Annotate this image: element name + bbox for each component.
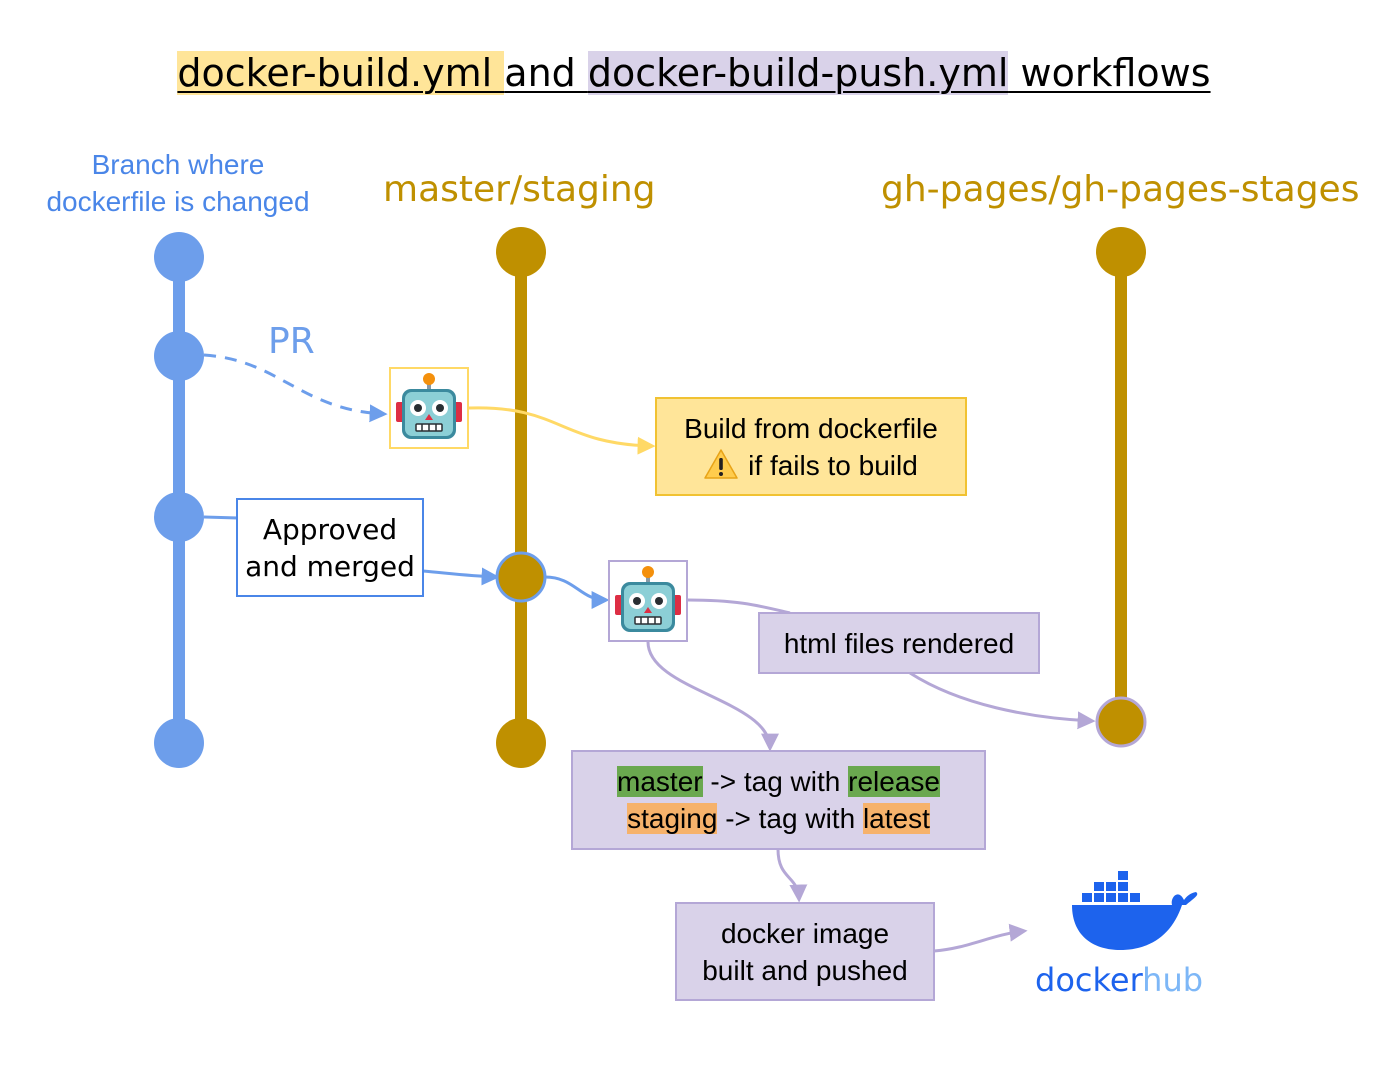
tag-arrow-text: -> tag with bbox=[717, 803, 863, 834]
approved-connector-in bbox=[203, 515, 239, 520]
feature-branch-label-line1: Branch where bbox=[91, 149, 265, 180]
page-title: docker-build.yml and docker-build-push.y… bbox=[0, 46, 1388, 100]
main-commit-node bbox=[496, 718, 546, 768]
warning-icon bbox=[704, 448, 738, 479]
pages-branch-label: gh-pages/gh-pages-stages bbox=[881, 169, 1360, 210]
title-build-workflow: docker-build.yml bbox=[177, 51, 505, 95]
tag-branch-master: master bbox=[617, 766, 703, 797]
feature-branch-label: Branch where dockerfile is changed bbox=[18, 146, 338, 220]
dockerhub-logo: dockerhub bbox=[1035, 958, 1203, 1002]
robot-icon-graphic bbox=[396, 373, 462, 439]
feature-commit-node bbox=[154, 331, 204, 381]
feature-branch-label-line2: dockerfile is changed bbox=[46, 186, 310, 217]
robot-to-html-connector bbox=[687, 598, 791, 615]
dockerhub-word-docker: docker bbox=[1035, 961, 1143, 999]
pages-commit-node bbox=[1096, 227, 1146, 277]
approved-line2: and merged bbox=[245, 549, 415, 583]
approved-merged-box: Approved and merged bbox=[236, 498, 424, 597]
main-commit-node bbox=[496, 227, 546, 277]
main-branch-label: master/staging bbox=[383, 169, 656, 210]
title-and: and bbox=[504, 51, 588, 95]
tag-rule-master: master -> tag with release bbox=[617, 763, 940, 800]
feature-commit-node bbox=[154, 232, 204, 282]
tag-branch-staging: staging bbox=[627, 803, 718, 834]
build-check-line1: Build from dockerfile bbox=[684, 412, 938, 444]
dockerhub-word-hub: hub bbox=[1142, 961, 1204, 999]
build-check-box: Build from dockerfile if fails to build bbox=[655, 397, 967, 496]
approved-connector-out bbox=[422, 567, 500, 586]
approved-line1: Approved bbox=[262, 512, 398, 546]
image-pushed-line1: docker image bbox=[720, 917, 890, 949]
image-pushed-line2: built and pushed bbox=[702, 954, 908, 986]
build-connector bbox=[468, 406, 656, 455]
merge-commit-node bbox=[495, 551, 547, 603]
docker-whale-icon bbox=[1072, 871, 1198, 950]
build-check-line2: if fails to build bbox=[748, 449, 918, 481]
title-workflows: workflows bbox=[1008, 51, 1211, 95]
pr-label: PR bbox=[268, 321, 315, 362]
image-pushed-box: docker image built and pushed bbox=[675, 902, 935, 1001]
pr-connector bbox=[203, 353, 388, 423]
robot-to-tag-connector bbox=[646, 641, 779, 752]
tag-release: release bbox=[848, 766, 940, 797]
pages-deploy-node bbox=[1095, 696, 1147, 748]
tag-latest: latest bbox=[862, 803, 930, 834]
build-check-line2-row: if fails to build bbox=[704, 447, 918, 484]
tag-arrow-text: -> tag with bbox=[702, 766, 849, 797]
title-push-workflow: docker-build-push.yml bbox=[587, 51, 1009, 95]
tag-rules-box: master -> tag with release staging -> ta… bbox=[571, 750, 986, 850]
feature-commit-node bbox=[154, 718, 204, 768]
merge-to-robot-connector bbox=[544, 575, 610, 609]
push-to-dockerhub-connector bbox=[933, 923, 1028, 953]
feature-commit-node bbox=[154, 492, 204, 542]
html-rendered-label: html files rendered bbox=[783, 627, 1015, 659]
tag-to-push-connector bbox=[776, 848, 808, 903]
html-to-pages-connector bbox=[909, 671, 1096, 730]
robot-icon-graphic bbox=[615, 566, 681, 632]
robot-icon bbox=[389, 367, 469, 449]
html-rendered-box: html files rendered bbox=[758, 612, 1040, 674]
robot-icon bbox=[608, 560, 688, 642]
tag-rule-staging: staging -> tag with latest bbox=[627, 800, 930, 837]
